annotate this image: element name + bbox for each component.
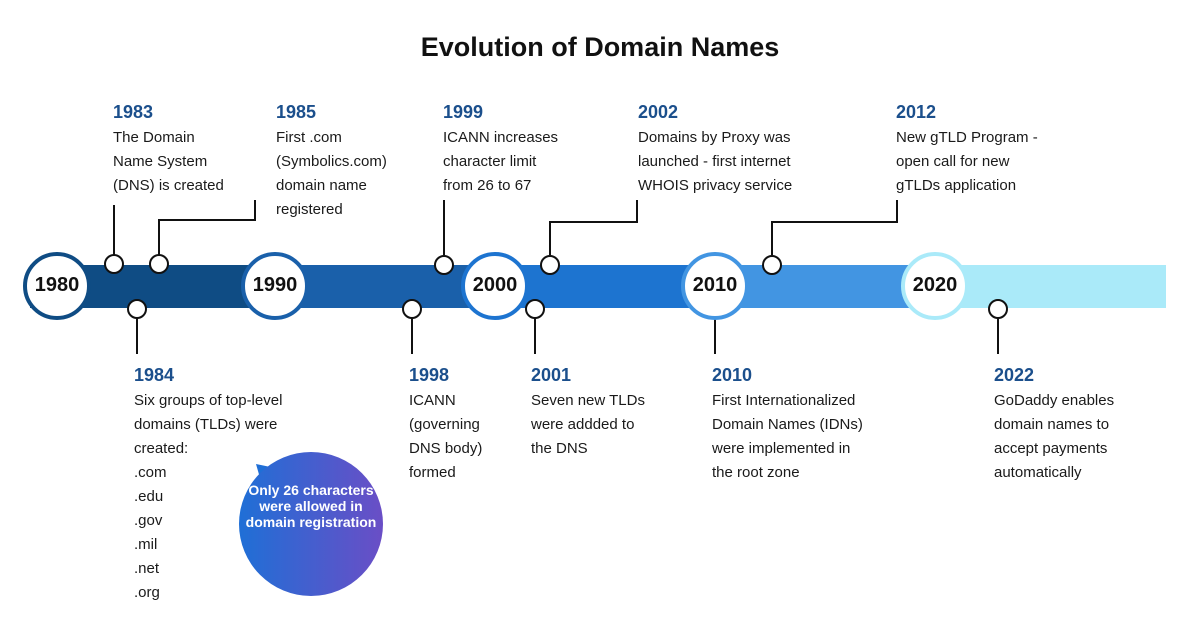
event-description-line: launched - first internet xyxy=(638,153,791,170)
event-year: 2012 xyxy=(896,102,937,122)
event-description-line: .gov xyxy=(134,512,163,529)
timeline-segment-2020s xyxy=(940,265,1166,308)
pin-2001 xyxy=(525,299,545,319)
event-description-line: domains (TLDs) were xyxy=(134,416,278,433)
event-description-line: Domains by Proxy was xyxy=(638,129,791,146)
pin-2002 xyxy=(540,255,560,275)
pin-1998 xyxy=(402,299,422,319)
decade-circle-1980 xyxy=(23,252,91,320)
decade-circle-1990 xyxy=(241,252,309,320)
decade-2020: 2020 xyxy=(912,274,958,296)
event-pins xyxy=(104,254,1008,319)
pin-1983 xyxy=(104,254,124,274)
event-description-line: .mil xyxy=(134,536,158,553)
decade-circle-2010 xyxy=(681,252,749,320)
event-description-line: .org xyxy=(134,584,160,601)
event-description-line: registered xyxy=(276,201,343,218)
event-description-line: domain name xyxy=(276,177,367,194)
event-description-line: the DNS xyxy=(531,440,588,457)
event-year: 2002 xyxy=(638,102,679,122)
decade-circle-2000 xyxy=(461,252,529,320)
event-year: 2010 xyxy=(712,365,753,385)
pin-1985 xyxy=(149,254,169,274)
decade-2010: 2010 xyxy=(692,274,738,296)
event-description-line: Seven new TLDs xyxy=(531,392,645,409)
event-description-line: DNS body) xyxy=(409,440,483,457)
pin-2012 xyxy=(762,255,782,275)
event-year: 2001 xyxy=(531,365,572,385)
event-description-line: gTLDs application xyxy=(896,177,1017,194)
event-description-line: GoDaddy enables xyxy=(994,392,1115,409)
event-year: 2022 xyxy=(994,365,1035,385)
event-description-line: Name System xyxy=(113,153,208,170)
event-description-line: character limit xyxy=(443,153,537,170)
event-description-line: Six groups of top-level xyxy=(134,392,283,409)
event-description-line: were implemented in xyxy=(712,440,851,457)
event-description-line: .net xyxy=(134,560,160,577)
event-description-line: the root zone xyxy=(712,464,800,481)
event-description-line: were addded to xyxy=(531,416,635,433)
event-description-line: ICANN xyxy=(409,392,456,409)
connector-lines xyxy=(113,200,999,354)
pin-1999 xyxy=(434,255,454,275)
event-description-line: automatically xyxy=(994,464,1082,481)
event-year: 1999 xyxy=(443,102,484,122)
event-year: 1985 xyxy=(276,102,317,122)
pin-2022 xyxy=(988,299,1008,319)
decade-circle-2020 xyxy=(901,252,969,320)
decade-1980: 1980 xyxy=(34,274,80,296)
event-year: 1998 xyxy=(409,365,450,385)
event-description-line: ICANN increases xyxy=(443,129,559,146)
event-description-line: New gTLD Program - xyxy=(896,129,1038,146)
event-description-line: First Internationalized xyxy=(712,392,856,409)
event-description-line: (Symbolics.com) xyxy=(276,153,387,170)
event-description-line: (governing xyxy=(409,416,480,433)
event-year: 1983 xyxy=(113,102,154,122)
pin-1984 xyxy=(127,299,147,319)
event-description-line: WHOIS privacy service xyxy=(638,177,793,194)
event-description-line: .edu xyxy=(134,488,164,505)
decade-2000: 2000 xyxy=(472,274,518,296)
event-description-line: formed xyxy=(409,464,456,481)
callout-text: Only 26 characters were allowed in domai… xyxy=(245,482,377,530)
event-description-line: open call for new xyxy=(896,153,1010,170)
page-title: Evolution of Domain Names xyxy=(420,32,780,62)
event-description-line: Domain Names (IDNs) xyxy=(712,416,863,433)
event-description-line: from 26 to 67 xyxy=(443,177,532,194)
event-description-line: The Domain xyxy=(113,129,195,146)
event-description-line: created: xyxy=(134,440,189,457)
event-description-line: .com xyxy=(134,464,167,481)
event-year: 1984 xyxy=(134,365,175,385)
decade-1990: 1990 xyxy=(252,274,298,296)
event-description-line: First .com xyxy=(276,129,342,146)
event-description-line: (DNS) is created xyxy=(113,177,224,194)
callout-bubble xyxy=(239,452,383,596)
event-description-line: accept payments xyxy=(994,440,1108,457)
event-description-line: domain names to xyxy=(994,416,1110,433)
